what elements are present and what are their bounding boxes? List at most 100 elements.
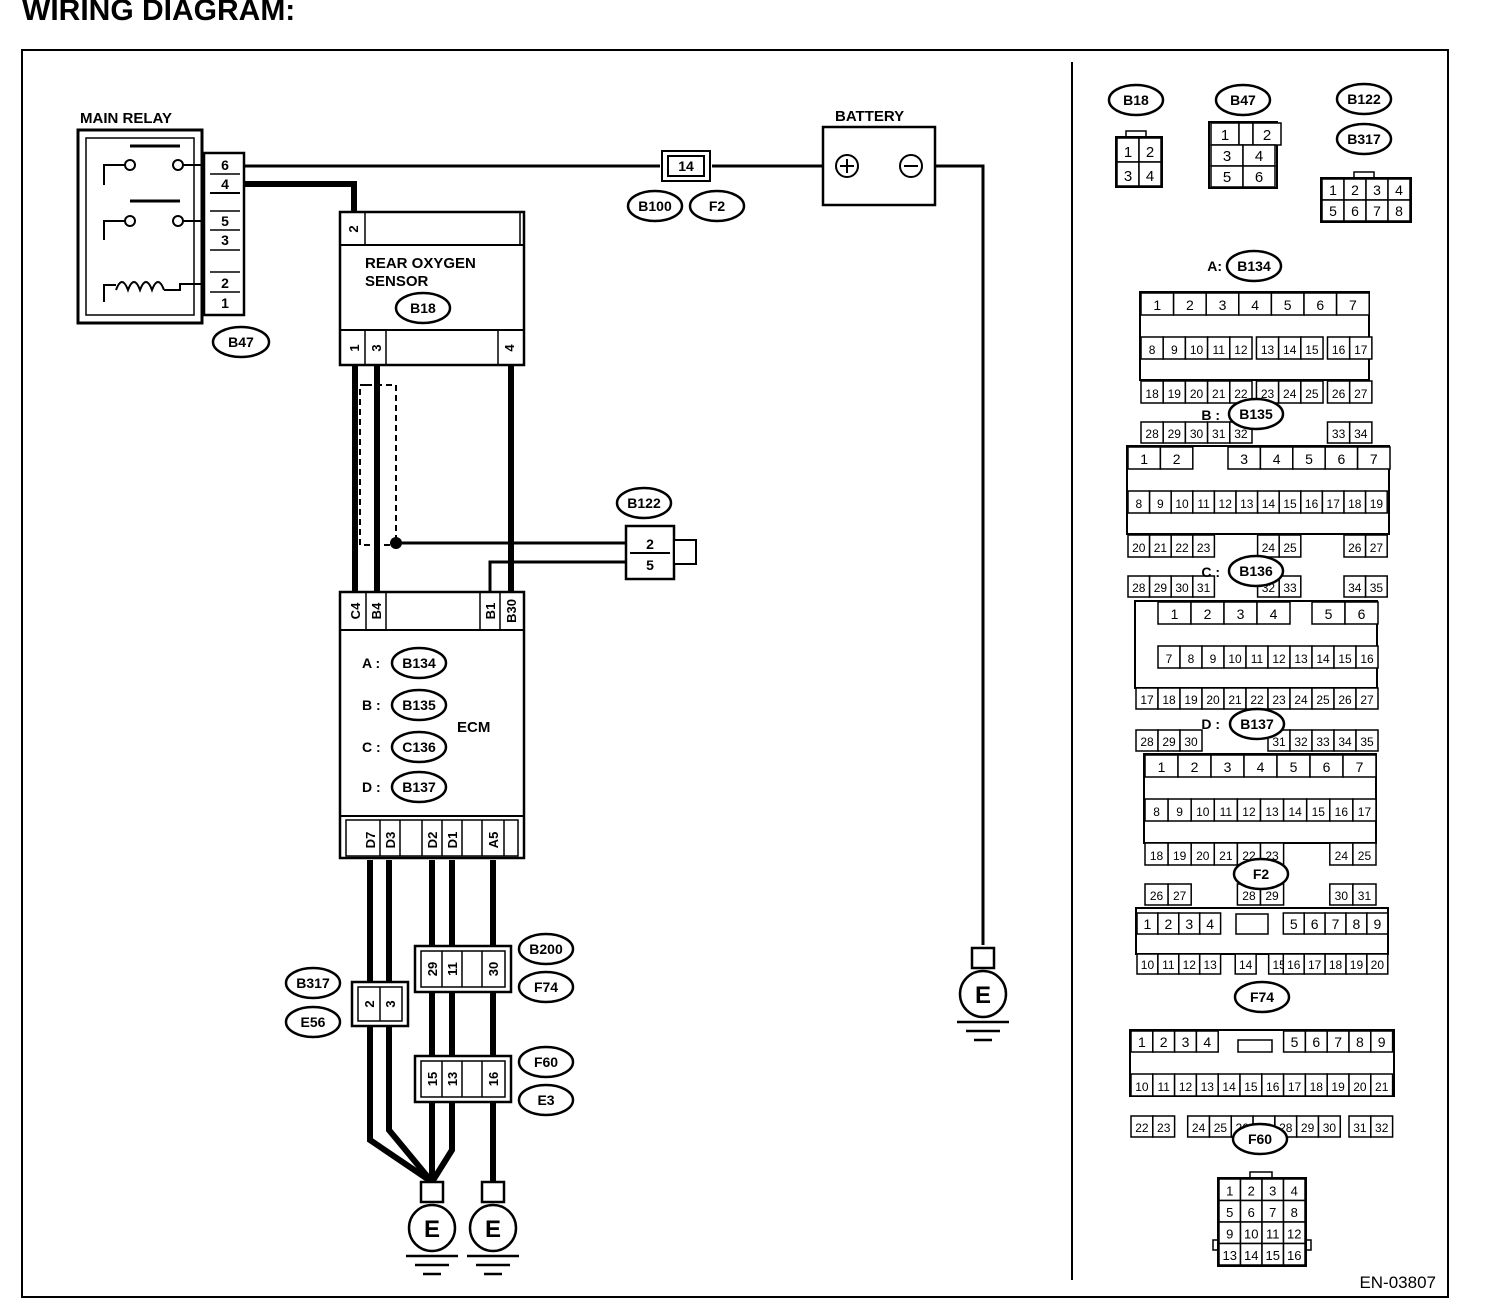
pin-number: 7 (1356, 759, 1364, 775)
pin-number: 28 (1242, 889, 1256, 903)
connector-code: B317 (1347, 131, 1381, 147)
pin-number: 23 (1197, 541, 1211, 555)
pin-number: 26 (1332, 387, 1346, 401)
relay-pin: 1 (221, 295, 229, 311)
pin-number: 4 (1273, 451, 1281, 467)
pin-number: 10 (1175, 497, 1189, 511)
pin-number: 5 (1290, 759, 1298, 775)
pin-number: 34 (1348, 581, 1362, 595)
b317-e56-connector: B317 E56 2 3 (284, 966, 410, 1039)
pin-number: 6 (1255, 169, 1263, 186)
connector-badge (1233, 980, 1291, 1014)
pin-number: 3 (1223, 148, 1231, 165)
connector-code: B317 (296, 975, 330, 991)
pin-number: 34 (1338, 735, 1352, 749)
pin-number: 13 (1223, 1248, 1237, 1263)
page-title: WIRING DIAGRAM: (22, 0, 296, 27)
fuse: 14 B100 F2 (626, 150, 746, 223)
connector-badge (1335, 122, 1393, 156)
pin-number: 25 (1358, 849, 1372, 863)
connector-code: F2 (709, 198, 726, 214)
pin-number: 1 (1153, 297, 1161, 313)
pin-number: 2 (1186, 297, 1194, 313)
connector-badge (390, 688, 448, 722)
pin-number: 2 (1191, 759, 1199, 775)
pin-number: 32 (1294, 735, 1308, 749)
pin-number: 12 (1234, 343, 1248, 357)
pin-number: 13 (1240, 497, 1254, 511)
pin-number: 28 (1140, 735, 1154, 749)
connector-badge (1225, 249, 1283, 283)
pin-number: 3 (1373, 182, 1381, 198)
pin-number: 14 (1262, 497, 1276, 511)
pin-number: 9 (1226, 1227, 1233, 1242)
connector-badge (1232, 857, 1290, 891)
f60-pin: 13 (445, 1072, 460, 1086)
pin-number: 10 (1135, 1080, 1149, 1094)
connector-prefix: D : (1201, 716, 1220, 732)
battery-label: BATTERY (835, 108, 904, 125)
f60-pin: 16 (486, 1072, 501, 1086)
relay-pin: 4 (221, 176, 229, 192)
connector-code: F2 (1253, 866, 1270, 882)
pin-number: 1 (1171, 606, 1179, 622)
pin-number: 18 (1348, 497, 1362, 511)
pin-number: 12 (1287, 1227, 1301, 1242)
pin-number: 3 (1240, 451, 1248, 467)
connector-badge (1107, 83, 1165, 117)
pin-number: 14 (1316, 652, 1330, 666)
pin-number: 29 (1154, 581, 1168, 595)
pin-number: 10 (1190, 343, 1204, 357)
pin-number: 35 (1370, 581, 1384, 595)
pin-number: 32 (1234, 427, 1248, 441)
pin-number: 2 (1160, 1034, 1168, 1050)
connector-code: B135 (1239, 406, 1273, 422)
connector-badge (615, 486, 673, 520)
pin-number: 2 (1204, 606, 1212, 622)
pin-number: 12 (1183, 958, 1197, 972)
pin-number: 24 (1294, 693, 1308, 707)
pin-number: 22 (1234, 387, 1248, 401)
pin-number: 17 (1288, 1080, 1302, 1094)
pin-number: 25 (1305, 387, 1319, 401)
pin-number: 8 (1291, 1205, 1298, 1220)
pin-number: 23 (1272, 693, 1286, 707)
pin-number: 4 (1206, 916, 1214, 932)
pin-number: 11 (1197, 497, 1210, 511)
sensor-pin: 2 (346, 225, 361, 232)
pin-number: 25 (1316, 693, 1330, 707)
pin-number: 1 (1124, 144, 1132, 161)
pin-number: 16 (1287, 1248, 1301, 1263)
pin-number: 8 (1188, 652, 1195, 666)
connector-code: B200 (529, 941, 563, 957)
pin-number: 7 (1166, 652, 1173, 666)
connector-code: B18 (410, 300, 436, 316)
pin-number: 16 (1266, 1080, 1280, 1094)
pin-number: 30 (1335, 889, 1349, 903)
f60-e3-connector: 15 13 16 F60 E3 (413, 1045, 575, 1117)
pin-number: 15 (1338, 652, 1352, 666)
pin-number: 17 (1358, 805, 1372, 819)
connector-code: B18 (1123, 92, 1149, 108)
pin-number: 29 (1301, 1121, 1315, 1135)
pin-number: 22 (1135, 1121, 1149, 1135)
pin-number: 14 (1283, 343, 1297, 357)
main-relay: MAIN RELAY 6 4 5 3 2 1 B47 (76, 110, 271, 359)
ecm-pin: B4 (369, 602, 384, 619)
ground-icon: E (467, 1180, 519, 1276)
b122-pin: 5 (646, 557, 654, 573)
pin-number: 33 (1332, 427, 1346, 441)
pin-number: 8 (1356, 1034, 1364, 1050)
pin-number: 5 (1291, 1034, 1299, 1050)
pin-number: 20 (1190, 387, 1204, 401)
pin-number: 1 (1221, 127, 1229, 144)
pin-number: 33 (1316, 735, 1330, 749)
pin-number: 3 (1124, 168, 1132, 185)
pin-number: 31 (1353, 1121, 1367, 1135)
connector-badge (517, 970, 575, 1004)
